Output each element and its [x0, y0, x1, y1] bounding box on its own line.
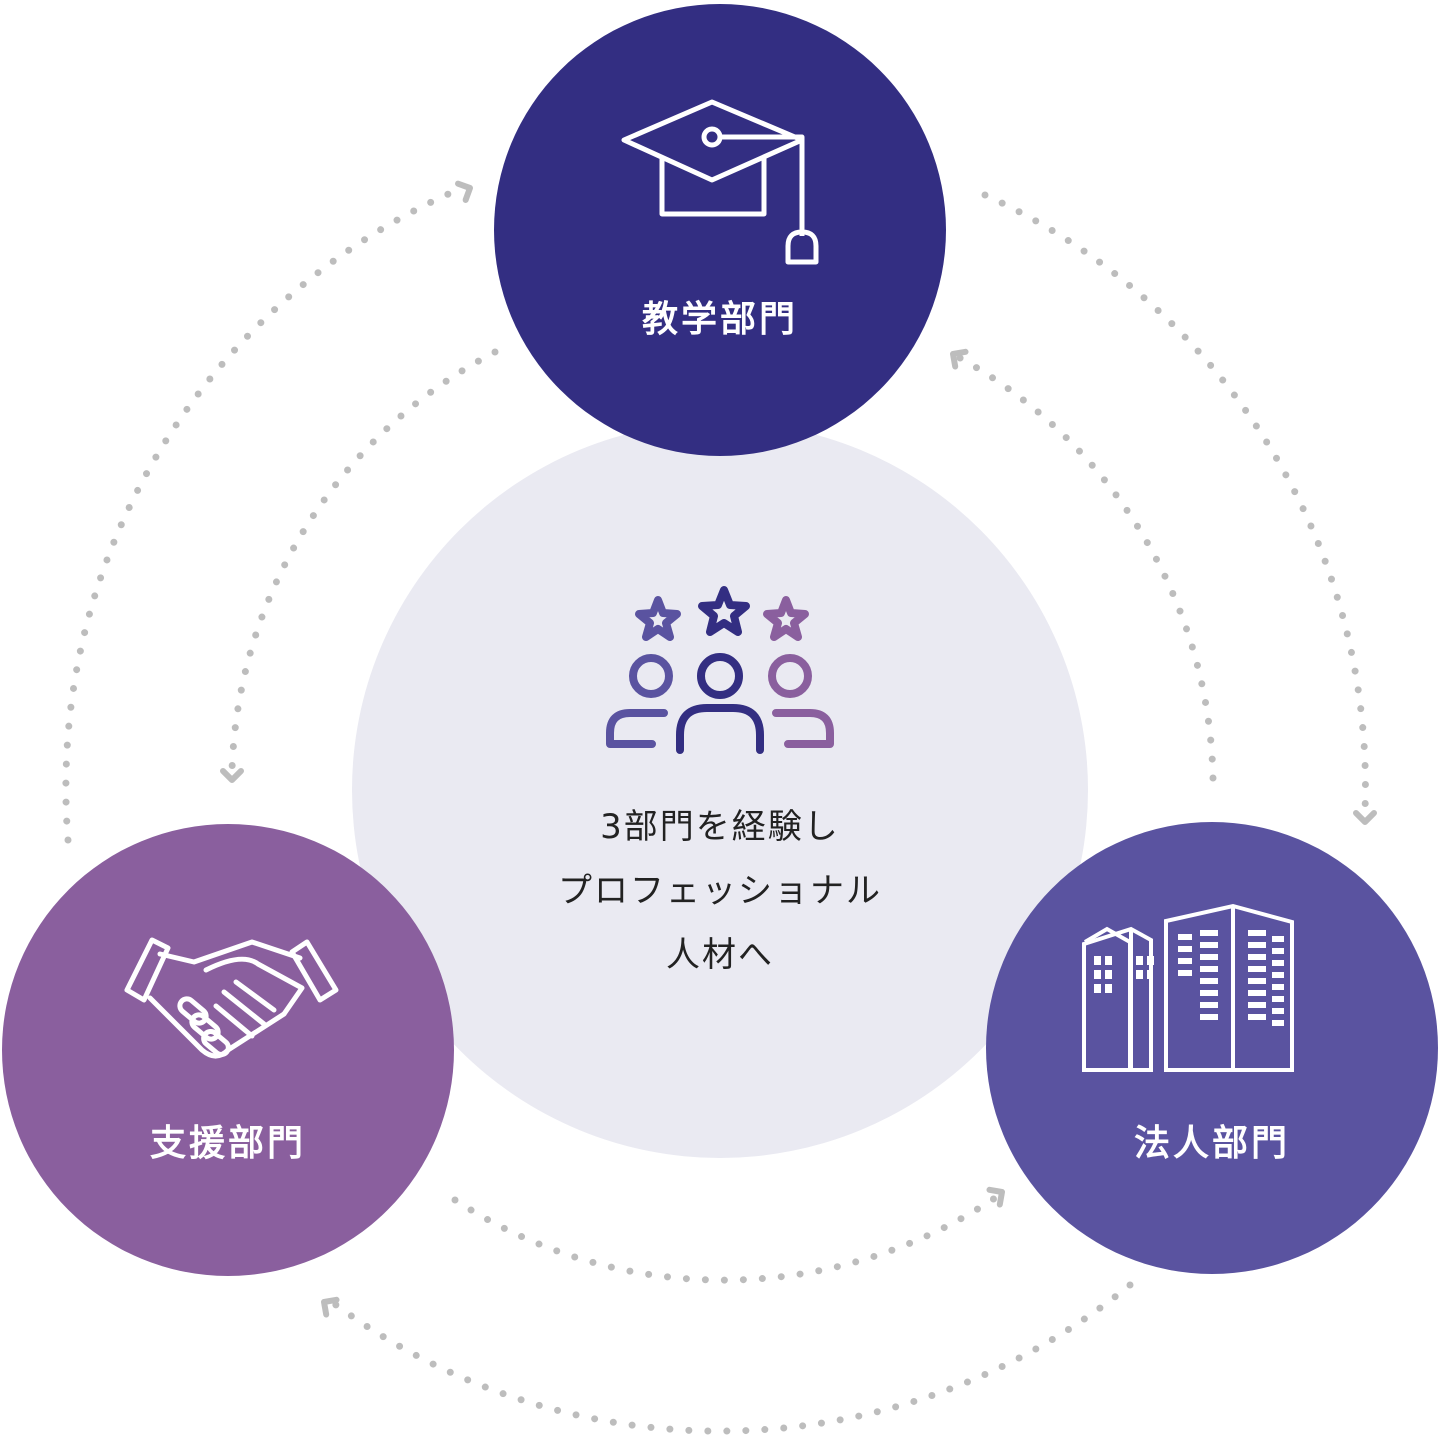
arrowhead-icon [321, 1296, 340, 1318]
arrow-arc-outer-right [981, 191, 1369, 814]
arrowhead-icon [1353, 810, 1377, 825]
center-line: プロフェッショナル [558, 871, 882, 911]
arrowhead-icon [950, 348, 969, 370]
arrow-arc-inner-left [228, 348, 499, 774]
arrowhead-icon [220, 768, 244, 783]
arrowhead-icon [986, 1186, 1005, 1208]
graduation-cap-icon [621, 99, 819, 265]
department-support: 支援部門 [2, 824, 454, 1276]
center-line: 3部門を経験し [600, 807, 840, 847]
arrow-arc-inner-bottom [451, 1194, 999, 1284]
department-label: 支援部門 [149, 1123, 306, 1164]
center-line: 人材へ [666, 935, 774, 975]
department-label: 法人部門 [1133, 1123, 1290, 1164]
arrow-arc-inner-right [956, 354, 1217, 782]
center-circle [352, 422, 1088, 1158]
arrowhead-icon [455, 180, 473, 203]
department-corporate: 法人部門 [986, 822, 1438, 1274]
department-academic: 教学部門 [494, 4, 946, 456]
center-message: 3部門を経験し プロフェッショナル 人材へ [0, 795, 1440, 987]
department-label: 教学部門 [641, 299, 798, 340]
handshake-icon [124, 937, 339, 1059]
buildings-icon [1082, 903, 1294, 1072]
